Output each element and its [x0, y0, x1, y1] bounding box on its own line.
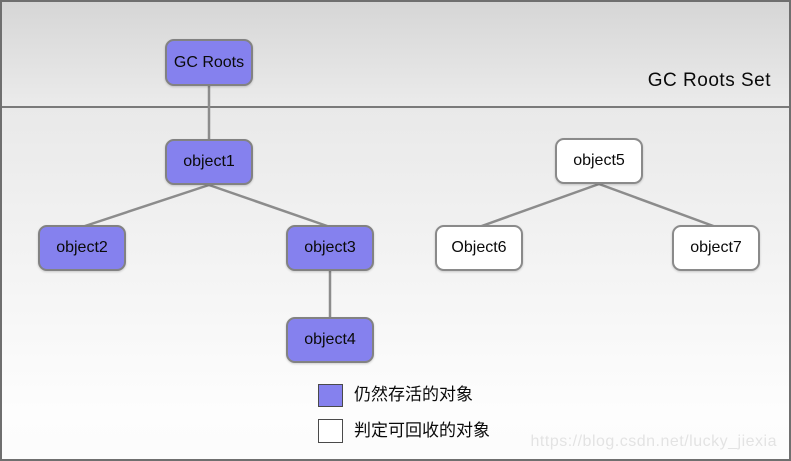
node-gc-roots: GC Roots: [165, 39, 253, 86]
node-object5: object5: [555, 138, 643, 184]
heap-area: [2, 108, 789, 459]
node-object1-label: object1: [183, 153, 235, 170]
node-object5-label: object5: [573, 152, 625, 169]
legend-alive-label: 仍然存活的对象: [354, 385, 473, 404]
legend-alive-swatch: [318, 384, 343, 407]
gc-roots-set-band: [2, 2, 789, 108]
gc-roots-set-title: GC Roots Set: [647, 70, 771, 91]
legend-recyclable-swatch: [318, 419, 343, 443]
node-object3: object3: [286, 225, 374, 271]
node-object2: object2: [38, 225, 126, 271]
node-object6: Object6: [435, 225, 523, 271]
node-object7-label: object7: [690, 239, 742, 256]
node-object7: object7: [672, 225, 760, 271]
node-object6-label: Object6: [451, 239, 507, 256]
node-object4: object4: [286, 317, 374, 363]
node-gc-roots-label: GC Roots: [173, 53, 245, 71]
node-object4-label: object4: [304, 331, 356, 348]
legend-recyclable-label: 判定可回收的对象: [354, 421, 490, 440]
node-object2-label: object2: [56, 239, 108, 256]
watermark-url: https://blog.csdn.net/lucky_jiexia: [530, 433, 777, 450]
node-object3-label: object3: [304, 239, 356, 256]
node-object1: object1: [165, 139, 253, 185]
